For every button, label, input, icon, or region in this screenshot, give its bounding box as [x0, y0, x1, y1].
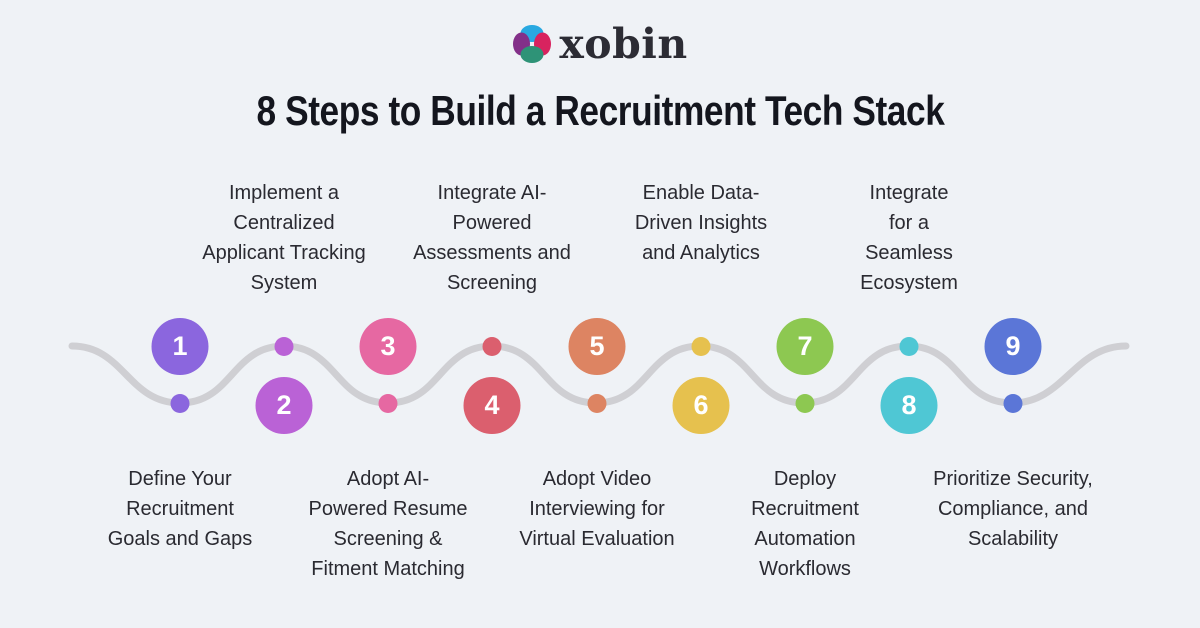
step-8-label: Integrate for a Seamless Ecosystem	[860, 182, 958, 294]
logo-petal-bottom	[520, 46, 544, 63]
step-2-node-dot	[274, 337, 294, 356]
step-1-node-dot	[170, 394, 190, 413]
step-4-label: Integrate AI- Powered Assessments and Sc…	[413, 182, 571, 294]
xobin-logo-icon	[513, 25, 552, 63]
step-7-node-dot	[795, 394, 815, 413]
step-3-number-circle: 3	[359, 318, 417, 375]
step-6-number: 6	[693, 390, 709, 420]
step-1-label: Define Your Recruitment Goals and Gaps	[107, 468, 253, 550]
step-6-number-circle: 6	[672, 377, 730, 434]
step-4-node-dot	[482, 337, 502, 356]
step-4-number-circle: 4	[463, 377, 521, 434]
step-6-label: Enable Data- Driven Insights and Analyti…	[634, 182, 768, 264]
step-7-label: Deploy Recruitment Automation Workflows	[751, 468, 859, 580]
step-2-label: Implement a Centralized Applicant Tracki…	[202, 182, 366, 294]
step-7-number: 7	[797, 331, 813, 361]
step-9-number-circle: 9	[984, 318, 1042, 375]
step-1-number-circle: 1	[151, 318, 209, 375]
step-8-number-circle: 8	[880, 377, 938, 434]
step-9-node-dot	[1003, 394, 1023, 413]
step-9-label: Prioritize Security, Compliance, and Sca…	[933, 468, 1093, 550]
step-3-node-dot	[378, 394, 398, 413]
step-2-number: 2	[276, 390, 292, 420]
step-3-label: Adopt AI- Powered Resume Screening & Fit…	[308, 468, 468, 580]
page-title-text: 8 Steps to Build a Recruitment Tech Stac…	[256, 87, 944, 134]
step-2-number-circle: 2	[255, 377, 313, 434]
step-5-number: 5	[589, 331, 605, 361]
step-5-label: Adopt Video Interviewing for Virtual Eva…	[519, 468, 675, 550]
page-title: 8 Steps to Build a Recruitment Tech Stac…	[0, 86, 1200, 136]
step-6-node-dot	[691, 337, 711, 356]
step-7-number-circle: 7	[776, 318, 834, 375]
step-8-node-dot	[899, 337, 919, 356]
step-9-number: 9	[1005, 331, 1021, 361]
brand-logo: xobin	[0, 20, 1200, 68]
step-4-number: 4	[484, 390, 500, 420]
step-8-number: 8	[901, 390, 917, 420]
step-3-number: 3	[380, 331, 396, 361]
brand-name: xobin	[559, 20, 688, 68]
step-5-number-circle: 5	[568, 318, 626, 375]
step-1-number: 1	[172, 331, 188, 361]
step-5-node-dot	[587, 394, 607, 413]
